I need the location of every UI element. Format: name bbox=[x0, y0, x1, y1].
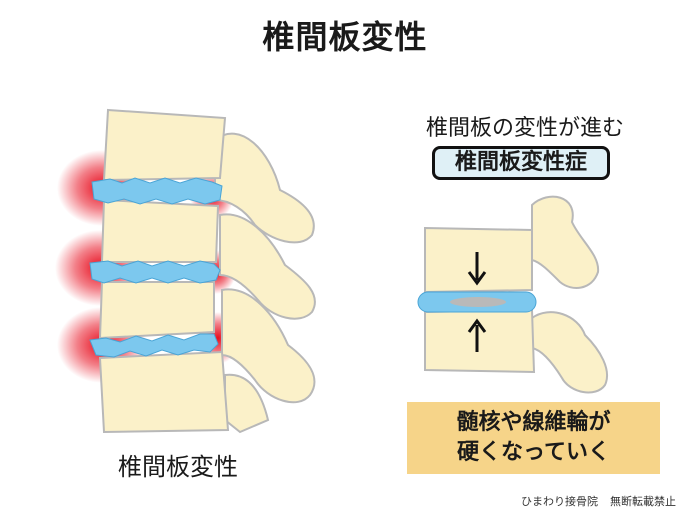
spinous-process bbox=[531, 311, 608, 394]
vertebral-body bbox=[98, 281, 215, 340]
footer-clinic: ひまわり接骨院 bbox=[521, 495, 598, 508]
left-caption: 椎間板変性 bbox=[118, 453, 238, 481]
footer-notice: 無断転載禁止 bbox=[610, 495, 676, 508]
degenerated-disc bbox=[89, 333, 219, 358]
footer: ひまわり接骨院無断転載禁止 bbox=[509, 493, 676, 509]
left-spine-illustration bbox=[55, 108, 316, 434]
explanation-box: 髄核や線維輪が 硬くなっていく bbox=[407, 402, 660, 474]
page-title: 椎間板変性 bbox=[262, 18, 428, 56]
condition-badge: 椎間板変性症 bbox=[432, 146, 610, 180]
explanation-line: 髄核や線維輪が bbox=[456, 410, 611, 435]
right-spine-illustration bbox=[417, 195, 608, 394]
spinous-process bbox=[531, 195, 600, 289]
spinous-process bbox=[224, 373, 270, 434]
vertebral-body bbox=[102, 108, 227, 182]
arrow-up-icon bbox=[467, 318, 487, 352]
explanation-line: 硬くなっていく bbox=[457, 440, 610, 465]
degenerated-disc bbox=[89, 260, 221, 284]
nucleus-pulposus bbox=[450, 297, 506, 307]
degenerated-disc bbox=[91, 177, 223, 205]
vertebral-body bbox=[98, 350, 230, 434]
right-heading: 椎間板の変性が進む bbox=[425, 116, 624, 141]
spinous-process bbox=[219, 213, 316, 320]
spinous-process bbox=[221, 288, 316, 404]
vertebral-body bbox=[100, 198, 220, 263]
vertebral-body bbox=[424, 308, 536, 374]
arrow-down-icon bbox=[467, 252, 487, 286]
spinous-process bbox=[214, 132, 315, 244]
